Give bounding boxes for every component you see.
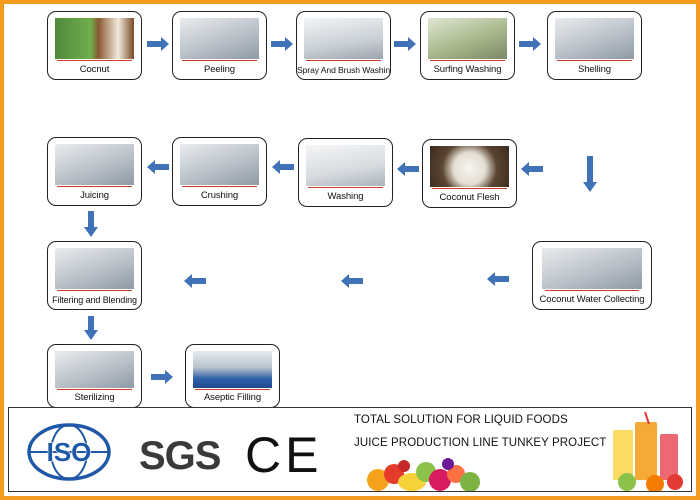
step-label: Filtering and Blending [52, 294, 137, 305]
arrow-left-icon [487, 272, 509, 286]
step-label: Surfing Washing [433, 63, 502, 75]
step-label: Aseptic Filling [203, 392, 262, 404]
peeling-machine-photo [180, 18, 259, 59]
crusher-photo [180, 144, 259, 185]
step-coconut-water-collecting: Coconut Water Collecting [532, 241, 652, 310]
step-shelling: Shelling [547, 11, 642, 80]
step-label: Peeling [204, 63, 235, 75]
arrow-down-icon [84, 316, 98, 340]
step-coconut: Cocnut [47, 11, 142, 80]
arrow-down-icon [583, 156, 597, 192]
tagline-total-solution: TOTAL SOLUTION FOR LIQUID FOODS [354, 414, 568, 426]
step-label: Spray And Brush Washing [297, 64, 391, 75]
filtering-tanks-photo [55, 248, 134, 289]
sterilizer-photo [55, 350, 134, 389]
sgs-logo: SGS [139, 434, 221, 478]
step-label: Coconut Flesh [439, 191, 500, 203]
step-juicing: Juicing [47, 137, 142, 206]
step-aseptic-filling: Aseptic Filling [185, 344, 280, 408]
step-crushing: Crushing [172, 137, 267, 206]
step-sterilizing: Sterilizing [47, 344, 142, 408]
step-coconut-flesh: Coconut Flesh [422, 139, 517, 208]
step-spray-brush-washing: Spray And Brush Washing [296, 11, 391, 80]
ce-text: CE [245, 427, 323, 483]
arrow-right-icon [151, 370, 173, 384]
spray-washer-photo [304, 18, 383, 59]
fruit-pile-icon [367, 458, 480, 491]
iso-logo: ISO [27, 423, 111, 481]
coconut-flesh-photo [430, 146, 509, 187]
step-label: Crushing [200, 189, 239, 201]
footer-banner: ISO SGS CE TOTAL SOLUTION FOR LIQUID FOO… [8, 407, 692, 492]
step-label: Juicing [80, 189, 109, 201]
water-collecting-photo [542, 248, 642, 289]
washer-photo [306, 145, 385, 186]
arrow-left-icon [341, 274, 363, 288]
step-washing: Washing [298, 138, 393, 207]
aseptic-filler-photo [193, 350, 272, 389]
step-label: Washing [327, 190, 364, 202]
step-peeling: Peeling [172, 11, 267, 80]
iso-text: ISO [47, 437, 92, 467]
arrow-right-icon [519, 37, 541, 51]
arrow-left-icon [147, 160, 169, 174]
surfing-washer-photo [428, 18, 507, 59]
coconut-photo [55, 18, 134, 59]
step-filtering-blending: Filtering and Blending [47, 241, 142, 310]
juice-glasses-icon [613, 411, 683, 491]
step-surfing-washing: Surfing Washing [420, 11, 515, 80]
arrow-right-icon [394, 37, 416, 51]
step-label: Cocnut [79, 63, 110, 75]
step-label: Sterilizing [74, 392, 115, 404]
sgs-text: SGS [139, 434, 221, 478]
tagline-juice-project: JUICE PRODUCTION LINE TUNKEY PROJECT [354, 437, 607, 449]
shelling-machine-photo [555, 18, 634, 59]
arrow-down-icon [84, 211, 98, 237]
arrow-right-icon [147, 37, 169, 51]
arrow-left-icon [521, 162, 543, 176]
juicer-photo [55, 144, 134, 185]
arrow-left-icon [397, 162, 419, 176]
arrow-left-icon [184, 274, 206, 288]
step-label: Coconut Water Collecting [539, 293, 645, 305]
arrow-left-icon [272, 160, 294, 174]
ce-mark: CE [245, 428, 322, 482]
step-label: Shelling [577, 63, 611, 75]
arrow-right-icon [271, 37, 293, 51]
